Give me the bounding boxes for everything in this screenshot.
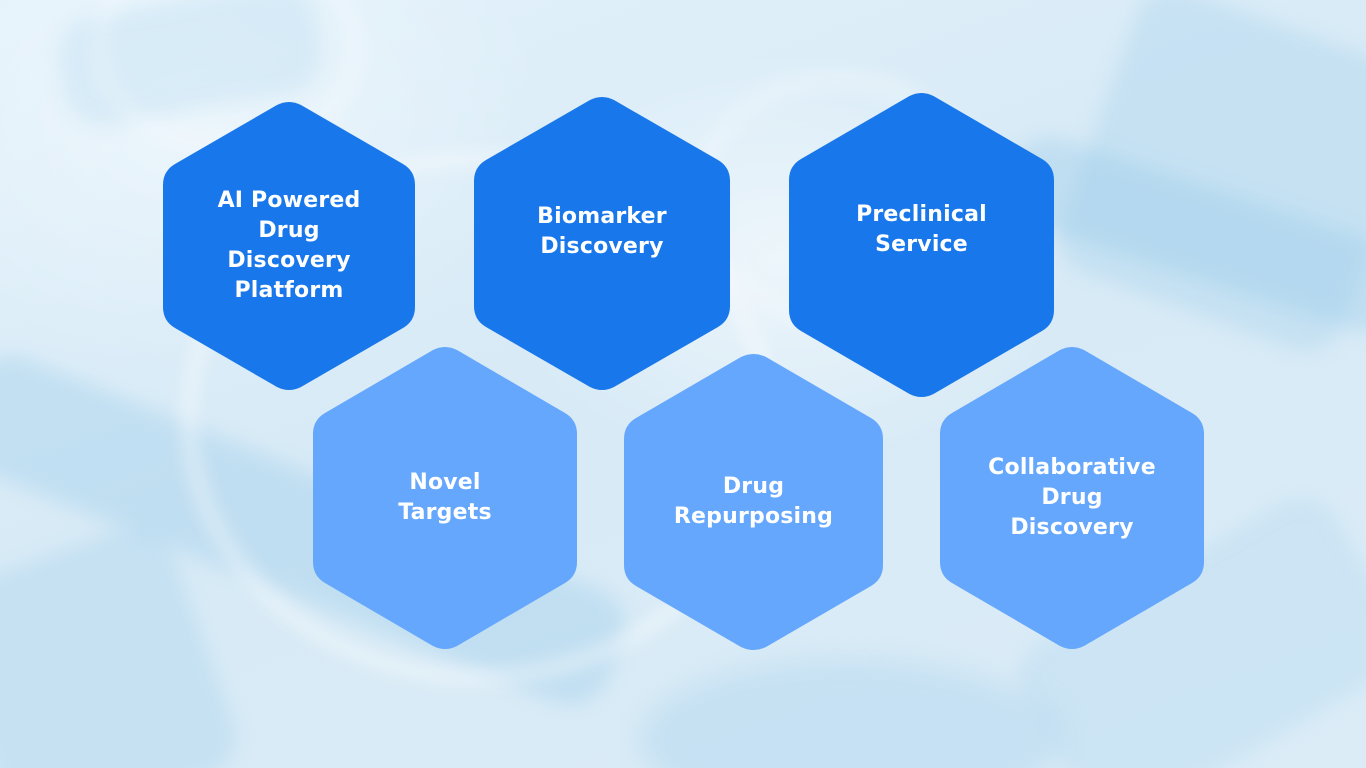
hexagon-label: Preclinical Service	[789, 200, 1054, 260]
hexagon-shape	[940, 347, 1204, 649]
label-line: Discovery	[540, 233, 664, 259]
hexagon-shape	[313, 347, 577, 649]
label-line: Drug	[722, 474, 785, 499]
hexagon-biomarker-discovery[interactable]: Biomarker Discovery	[474, 97, 730, 390]
hexagon-shape	[624, 354, 883, 650]
label-line: AI Powered	[217, 188, 361, 213]
hexagon-drug-repurposing[interactable]: Drug Repurposing	[624, 354, 883, 650]
hexagon-novel-targets[interactable]: Novel Targets	[313, 347, 577, 649]
label-line: Collaborative	[988, 455, 1156, 480]
hexagon-collaborative-drug-discovery[interactable]: Collaborative Drug Discovery	[940, 347, 1204, 649]
label-line: Biomarker	[537, 203, 667, 229]
hexagon-label: Collaborative Drug Discovery	[940, 453, 1204, 543]
label-line: Drug	[1041, 485, 1103, 510]
hexagon-shape	[789, 93, 1054, 397]
background-blur	[640, 660, 1060, 768]
hexagon-shape	[163, 102, 415, 390]
label-line: Discovery	[1010, 515, 1134, 540]
label-line: Service	[875, 231, 968, 257]
hexagon-label: Biomarker Discovery	[474, 202, 730, 262]
hexagon-label: Novel Targets	[313, 468, 577, 528]
label-line: Discovery	[227, 248, 351, 273]
label-line: Repurposing	[673, 504, 834, 529]
hexagon-preclinical-service[interactable]: Preclinical Service	[789, 93, 1054, 397]
label-line: Platform	[234, 278, 344, 303]
hexagon-label: AI Powered Drug Discovery Platform	[163, 186, 415, 306]
hexagon-label: Drug Repurposing	[624, 472, 883, 532]
hexagon-ai-powered-drug-discovery-platform[interactable]: AI Powered Drug Discovery Platform	[163, 102, 415, 390]
label-line: Targets	[398, 500, 492, 525]
hexagon-shape	[474, 97, 730, 390]
label-line: Drug	[258, 218, 320, 243]
label-line: Preclinical	[856, 201, 987, 227]
label-line: Novel	[409, 470, 481, 495]
